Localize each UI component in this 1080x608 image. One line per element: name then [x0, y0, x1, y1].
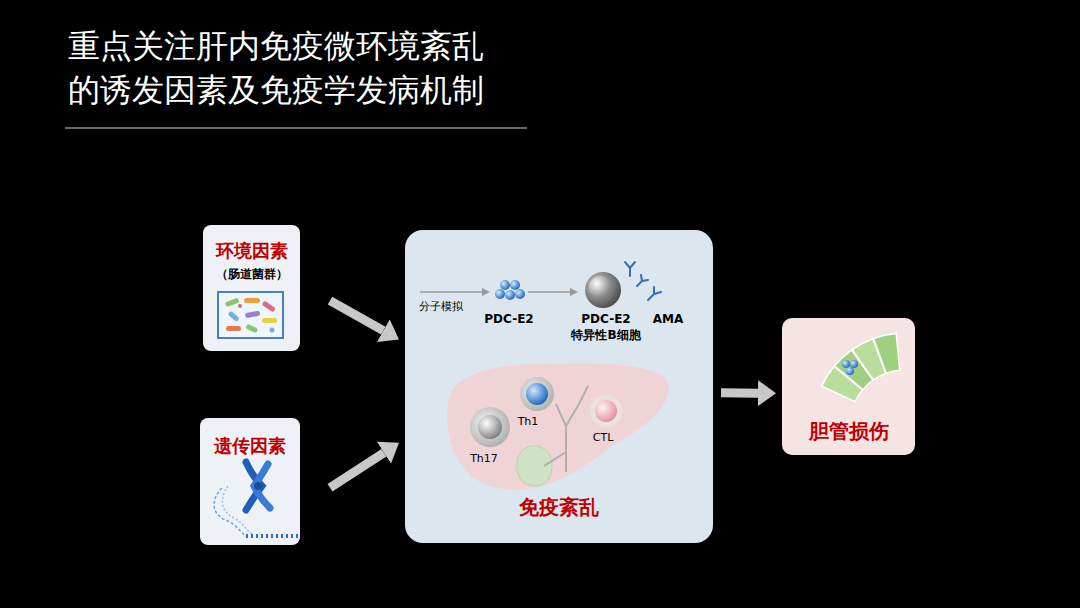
b-cell: [585, 272, 621, 308]
antibodies: [625, 262, 661, 300]
box-heading: 遗传因素: [214, 434, 286, 457]
dna-strand: [214, 486, 298, 536]
figure-label: CTL: [593, 431, 614, 445]
title-rule: [65, 127, 527, 129]
figure-label: AMA: [653, 311, 684, 327]
mimicry-arrows: [420, 288, 578, 296]
figure-label: 分子模拟: [419, 300, 463, 314]
flow-arrow: [721, 388, 758, 397]
flow-arrow: [330, 301, 383, 331]
chromosome-icon: [246, 462, 270, 510]
box-heading: 胆管损伤: [809, 418, 889, 444]
box-heading: 免疫紊乱: [519, 494, 599, 520]
liver: [447, 364, 669, 490]
ctl-cell: [590, 395, 622, 427]
bile-duct: [822, 333, 900, 401]
duct-segment: [835, 350, 874, 390]
figure-label: PDC-E2 特异性B细胞: [571, 311, 640, 343]
th1-cell: [520, 377, 554, 411]
process-box: 免疫紊乱: [405, 230, 713, 543]
pdc-e2-antigen: [495, 280, 525, 300]
process-box: 环境因素 （肠道菌群）: [203, 225, 300, 351]
figure-label: PDC-E2: [484, 311, 533, 327]
process-box: 胆管损伤: [782, 318, 915, 455]
th17-cell: [470, 407, 510, 447]
box-heading: 环境因素: [216, 239, 288, 262]
gut-flora-icon: [218, 292, 283, 338]
duct-segment: [822, 366, 863, 401]
process-box: 遗传因素: [200, 418, 300, 545]
flow-arrow: [330, 453, 384, 488]
duct-segment: [852, 339, 886, 380]
slide-title: 重点关注肝内免疫微环境紊乱 的诱发因素及免疫学发病机制: [68, 24, 538, 112]
duct-antigen: [842, 360, 858, 375]
figure-label: Th17: [470, 452, 498, 466]
figure-label: Th1: [518, 415, 539, 429]
box-subtitle: （肠道菌群）: [216, 266, 288, 282]
duct-segment: [874, 333, 900, 373]
